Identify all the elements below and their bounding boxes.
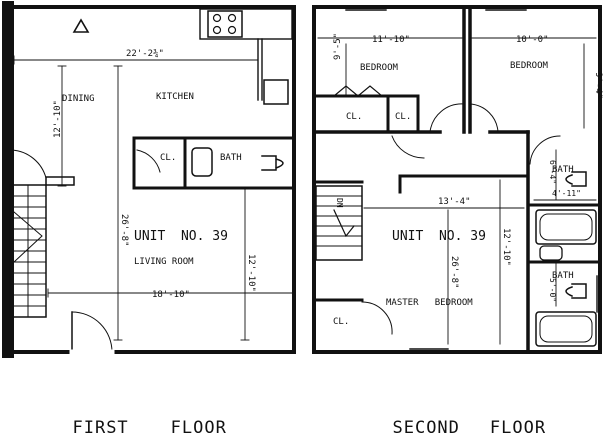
upper-closet-left-label: CL.	[346, 112, 362, 122]
right-bedroom-label: BEDROOM	[510, 61, 549, 71]
master-bedroom-label: MASTER BEDROOM	[386, 298, 473, 308]
second-floor-windows	[345, 9, 598, 350]
second-floor-stair-treads	[315, 195, 363, 247]
dining-label: DINING	[62, 94, 95, 104]
lower-bath-sink	[539, 245, 563, 261]
stove	[207, 10, 243, 38]
kitchen-label: KITCHEN	[156, 92, 194, 102]
second-floor-exterior-wall	[312, 5, 602, 354]
upper-bath-depth-dimension: 6'-4"	[548, 160, 557, 184]
first-floor-caption-word: FIRST	[72, 418, 129, 438]
lower-bathtub	[535, 311, 597, 347]
second-floor-caption: SECOND FLOOR	[370, 398, 546, 438]
second-floor-dimension-lines	[317, 37, 597, 345]
closet-door-swing	[136, 149, 161, 173]
right-bedroom-depth-dimension: 9'-4"	[593, 72, 603, 99]
upper-closet-right-label: CL.	[395, 112, 411, 122]
stair-down-arrow	[333, 209, 355, 238]
lower-bath-dimension: 5'-0"	[548, 278, 557, 302]
master-closet-door-swing	[361, 301, 393, 335]
lower-bath-toilet	[565, 283, 587, 299]
stair-down-label: DN	[335, 198, 344, 208]
master-closet-label: CL.	[333, 317, 349, 327]
first-floor-unit-label: UNIT NO. 39	[134, 229, 228, 244]
stair-door-swing	[11, 149, 47, 179]
first-floor-toilet	[261, 155, 284, 171]
upper-bath-door-swing	[529, 135, 561, 165]
entry-door-swing	[71, 311, 113, 353]
second-floor-plan	[312, 5, 602, 354]
first-floor-dimension-lines	[13, 55, 295, 341]
second-floor-caption-floor: FLOOR	[489, 418, 547, 438]
left-bedroom-depth-dimension: 9'-5"	[333, 33, 343, 60]
master-bedroom-depth-dimension: 12'-10"	[501, 228, 511, 266]
second-floor-stair	[315, 185, 363, 261]
first-floor-height-dimension: 26'-8"	[119, 214, 129, 247]
right-bedroom-width-dimension: 10'-0"	[516, 35, 549, 45]
floor-plan-drawing: Δ 22'-2¾" DINING KITCHEN 12'-10" CL. BAT…	[2, 1, 603, 358]
first-floor-closet-label: CL.	[160, 153, 176, 163]
hall-width-dimension: 13'-4"	[438, 197, 471, 207]
stair-treads	[9, 184, 47, 318]
stove-burner	[227, 13, 237, 23]
upper-bath-toilet	[565, 171, 587, 187]
living-room-label: LIVING ROOM	[134, 257, 194, 267]
first-floor-bottom-dimension: 18'-10"	[152, 290, 190, 300]
upper-bathtub-inner	[539, 213, 593, 241]
living-room-depth-dimension: 12'-10"	[246, 254, 256, 292]
stove-burner	[212, 25, 222, 35]
kitchen-counter	[199, 8, 293, 40]
second-floor-height-dimension: 26'-8"	[449, 256, 459, 289]
upper-bath-label: BATH	[552, 165, 574, 175]
first-floor-caption: FIRST FLOOR	[50, 398, 227, 438]
first-floor-plan	[2, 1, 296, 358]
stove-burner	[227, 25, 237, 35]
second-floor-caption-word: SECOND	[392, 418, 460, 438]
first-floor-sink	[191, 147, 213, 177]
first-floor-bath-label: BATH	[220, 153, 242, 163]
bedroom-door-swing-center	[429, 103, 465, 133]
refrigerator	[263, 79, 289, 105]
stove-burner	[212, 13, 222, 23]
first-floor-caption-floor: FLOOR	[170, 418, 227, 438]
left-bedroom-width-dimension: 11'-10"	[372, 35, 410, 45]
dining-depth-dimension: 12'-10"	[53, 100, 63, 138]
upper-closet-bifold	[333, 85, 383, 97]
upper-bath-width-dimension: 4'-11"	[552, 189, 581, 198]
stair-newel-wall	[45, 176, 75, 186]
triangle-mark	[72, 18, 90, 33]
bedroom-door-swing-left	[391, 135, 425, 159]
bedroom-door-swing-right	[469, 103, 499, 133]
lower-bath-label: BATH	[552, 271, 574, 281]
upper-bathtub	[535, 209, 597, 245]
lower-bathtub-inner	[539, 315, 593, 343]
second-floor-unit-label: UNIT NO. 39	[392, 229, 486, 244]
first-floor-width-dimension: 22'-2¾"	[126, 49, 164, 59]
left-bedroom-label: BEDROOM	[360, 63, 399, 73]
